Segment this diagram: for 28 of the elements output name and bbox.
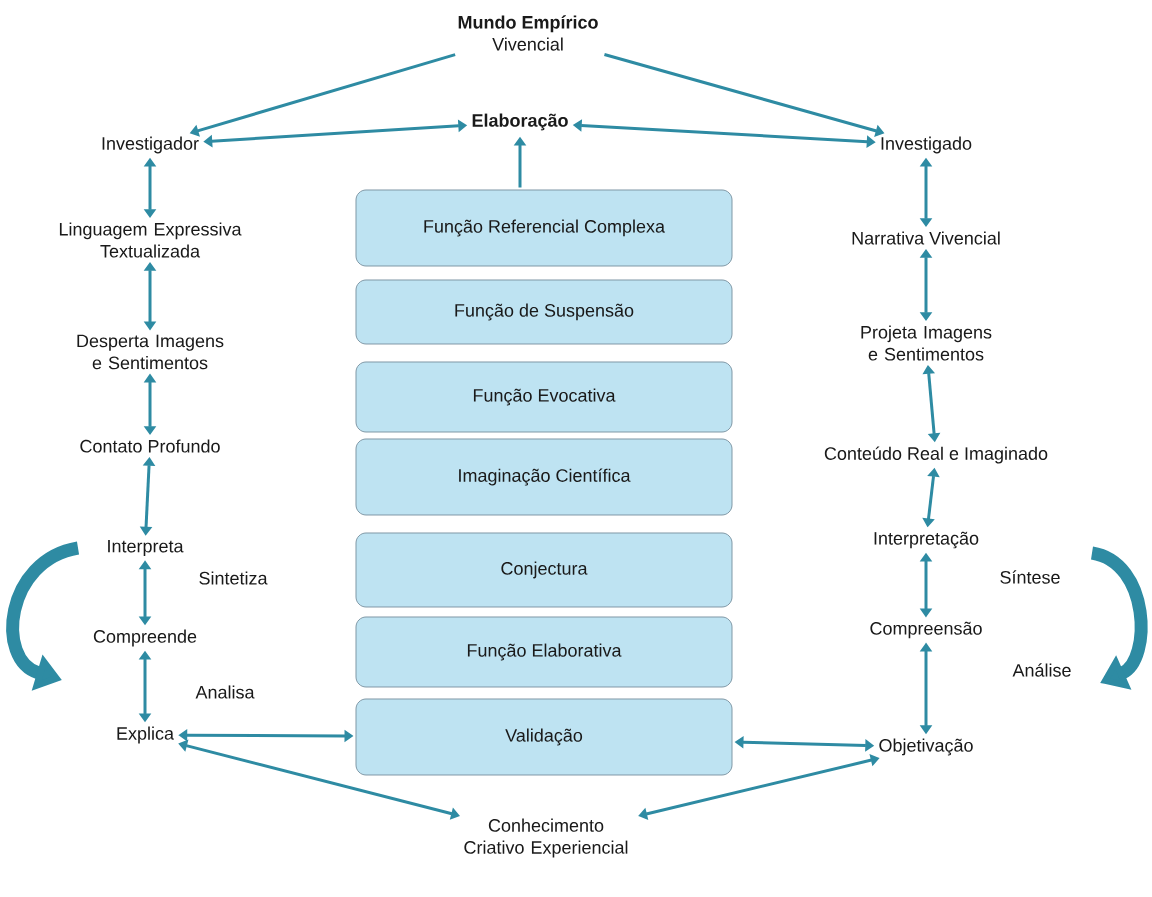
side-label: Análise (1012, 663, 1071, 677)
side-label: Analisa (195, 685, 255, 699)
concept-text: Narrativa Vivencial (852, 231, 1000, 245)
concept-text: Conhecimento Criativo Experiencial (464, 818, 628, 858)
function-box: Conjectura (355, 532, 733, 608)
concept-text: Projeta Imagens e Sentimentos (861, 325, 992, 361)
concept-text: Linguagem Expressiva Textualizada (59, 222, 242, 258)
concept-text: Investigador (102, 136, 199, 154)
function-box: Função Elaborativa (355, 616, 733, 688)
function-box: Validação (355, 698, 733, 776)
concept-text: Objetivação (879, 738, 973, 756)
function-box: Imaginação Científica (355, 438, 733, 516)
function-box: Função de Suspensão (355, 279, 733, 345)
concept-text: Investigado (881, 136, 972, 154)
side-label: Síntese (1000, 570, 1060, 584)
heading-text: Elaboração (472, 113, 568, 131)
concept-text: Compreensão (870, 621, 982, 639)
function-box: Função Evocativa (355, 361, 733, 433)
concept-text: Explica (117, 726, 174, 744)
concept-text: Conteúdo Real e Imaginado (824, 446, 1048, 464)
concept-text: Interpretação (874, 531, 979, 549)
function-box: Função Referencial Complexa (355, 189, 733, 267)
concept-text: Desperta Imagens e Sentimentos (77, 334, 224, 370)
concept-text: Interpreta (108, 539, 184, 557)
concept-text: Contato Profundo (80, 439, 220, 453)
concept-text: Compreende (93, 629, 197, 647)
heading-text: Mundo Empírico Vivencial (458, 15, 598, 51)
side-label: Sintetiza (199, 571, 268, 585)
